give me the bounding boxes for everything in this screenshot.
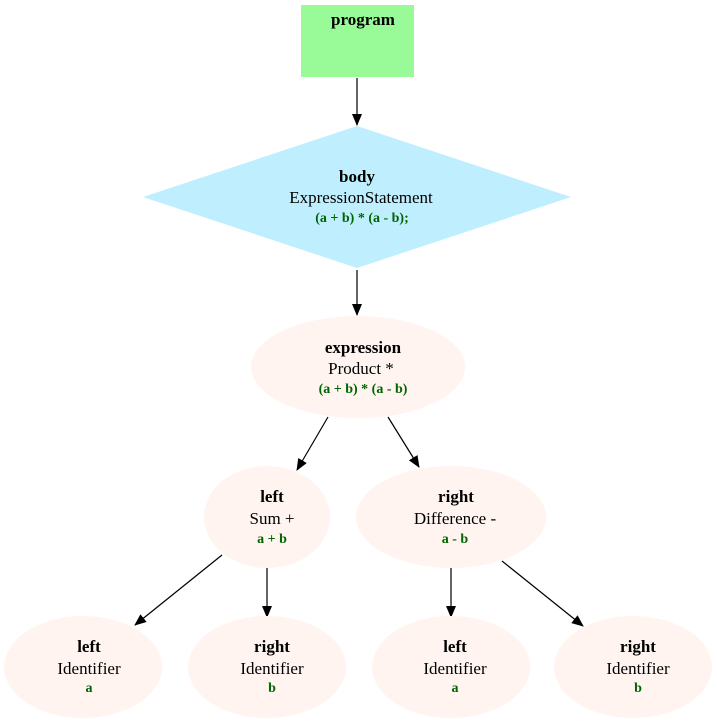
identifier-ellipse <box>4 616 162 718</box>
node-role-label: program <box>331 10 395 29</box>
node-sum-right: right Identifier b <box>188 616 346 718</box>
program-box <box>301 5 414 77</box>
node-difference: right Difference - a - b <box>356 466 546 568</box>
expression-ellipse <box>251 316 465 418</box>
node-sum-left: left Identifier a <box>4 616 162 718</box>
node-role-label: left <box>77 637 101 656</box>
node-role-label: right <box>254 637 290 656</box>
node-role-label: expression <box>325 338 402 357</box>
node-type-label: Identifier <box>423 659 487 678</box>
node-body: body ExpressionStatement (a + b) * (a - … <box>143 126 571 268</box>
node-role-label: right <box>620 637 656 656</box>
node-program: program <box>301 5 414 77</box>
node-code-label: (a + b) * (a - b) <box>319 382 408 397</box>
node-code-label: a <box>86 681 93 696</box>
sum-ellipse <box>204 466 330 568</box>
identifier-ellipse <box>372 616 530 718</box>
identifier-ellipse <box>188 616 346 718</box>
edge-expression-left <box>296 416 329 471</box>
node-code-label: (a + b) * (a - b); <box>315 211 409 226</box>
edge-sum-left <box>134 554 223 626</box>
node-expression: expression Product * (a + b) * (a - b) <box>251 316 465 418</box>
node-type-label: Identifier <box>240 659 304 678</box>
identifier-ellipse <box>554 616 712 718</box>
node-code-label: a - b <box>442 532 469 547</box>
node-type-label: ExpressionStatement <box>289 188 433 207</box>
node-diff-right: right Identifier b <box>554 616 712 718</box>
node-type-label: Identifier <box>606 659 670 678</box>
node-role-label: left <box>260 487 284 506</box>
node-role-label: right <box>438 487 474 506</box>
node-type-label: Identifier <box>57 659 121 678</box>
body-diamond <box>143 126 571 268</box>
node-code-label: a <box>452 681 459 696</box>
node-role-label: body <box>339 167 375 186</box>
node-role-label: left <box>443 637 467 656</box>
edge-difference-right <box>501 560 584 627</box>
node-sum: left Sum + a + b <box>204 466 330 568</box>
node-type-label: Difference - <box>414 509 497 528</box>
edge-expression-right <box>387 416 420 468</box>
node-type-label: Product * <box>328 359 394 378</box>
node-code-label: b <box>268 681 276 696</box>
difference-ellipse <box>356 466 546 568</box>
node-code-label: b <box>634 681 642 696</box>
node-type-label: Sum + <box>249 509 294 528</box>
node-diff-left: left Identifier a <box>372 616 530 718</box>
node-code-label: a + b <box>257 532 287 547</box>
